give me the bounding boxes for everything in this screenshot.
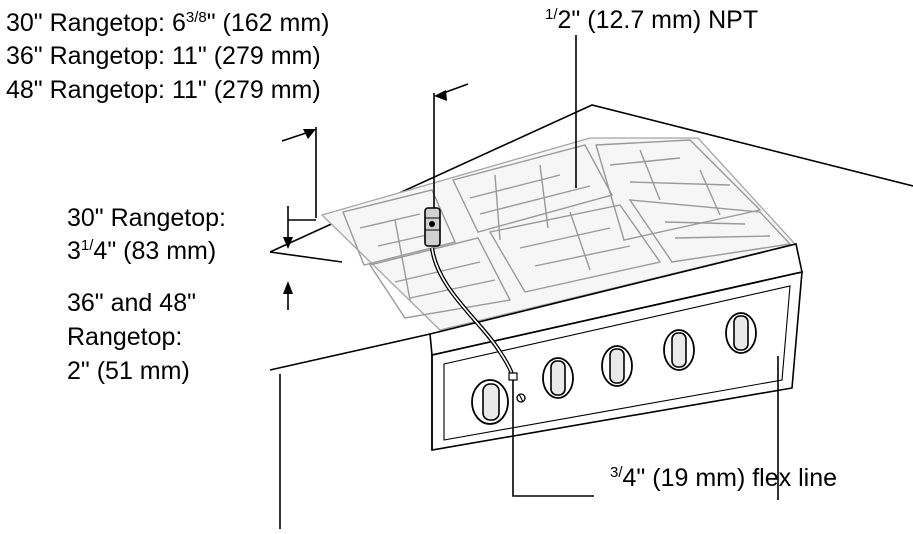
gas-connection <box>424 207 518 381</box>
label-height-30-line2: 31/4" (83 mm) <box>67 237 216 265</box>
grate-left-front <box>368 237 512 319</box>
npt-fitting <box>424 207 441 247</box>
flex-line-inner <box>431 247 514 379</box>
flex-line-inlet <box>508 372 518 381</box>
rangetop-grates <box>320 137 797 331</box>
label-npt: 1/2" (12.7 mm) NPT <box>545 6 758 34</box>
knob-2 <box>542 357 574 399</box>
label-width-48: 48" Rangetop: 11" (279 mm) <box>6 76 321 104</box>
height-dimension-bottom-arrowhead <box>283 281 293 294</box>
knob-5 <box>725 312 757 354</box>
label-height-36-48-line1: 36" and 48" <box>67 289 196 317</box>
grate-right-back <box>595 139 762 241</box>
dimension-lines <box>281 35 594 497</box>
ignition-indicator-icon <box>516 393 526 403</box>
grate-center-front <box>488 204 662 293</box>
flex-line-leader <box>512 380 594 497</box>
countertop-front-edge <box>269 333 431 371</box>
width-dimension-left-arrowhead <box>303 129 316 139</box>
height-dimension-top-arrowhead <box>283 237 293 249</box>
control-knobs <box>471 312 757 425</box>
grate-cross-bars <box>394 149 721 301</box>
label-width-30: 30" Rangetop: 63/8" (162 mm) <box>6 9 330 37</box>
labels: 30" Rangetop: 63/8" (162 mm) 36" Rangeto… <box>6 6 837 492</box>
control-panel-inset <box>443 285 791 441</box>
grate-left-back <box>342 189 456 266</box>
rangetop-body <box>429 243 803 451</box>
label-height-36-48-line3: 2" (51 mm) <box>67 357 190 385</box>
grate-center-back <box>452 144 614 233</box>
npt-fitting-threads <box>425 217 440 231</box>
knob-4 <box>663 329 695 371</box>
knob-1 <box>471 379 509 425</box>
label-height-30-line1: 30" Rangetop: <box>67 204 226 232</box>
countertop-left-edge <box>269 251 343 263</box>
width-dimension-right-arrowhead <box>434 90 447 101</box>
grate-outline <box>320 137 797 331</box>
knob-3 <box>601 345 633 387</box>
label-width-36: 36" Rangetop: 11" (279 mm) <box>6 42 321 70</box>
npt-fitting-hole <box>429 221 435 227</box>
label-height-36-48-line2: Rangetop: <box>67 323 182 351</box>
label-flex-line: 3/4" (19 mm) flex line <box>610 464 837 492</box>
